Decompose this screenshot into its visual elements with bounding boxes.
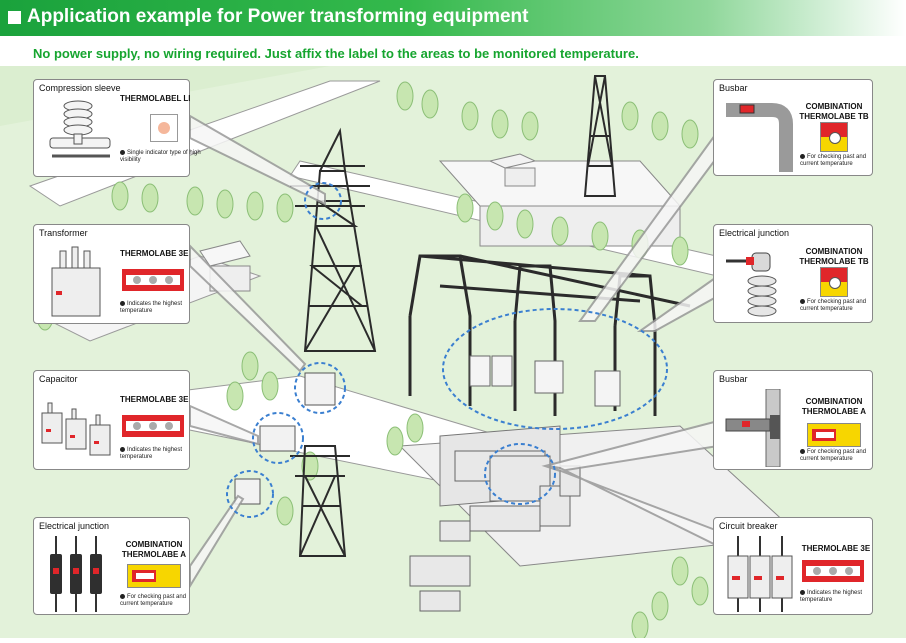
panel-title: Busbar [719, 83, 748, 93]
product-name: THERMOLABE 3E [120, 395, 189, 404]
product-desc: Indicates the highest temperature [120, 447, 183, 461]
panel-electrical-junction-right: Electrical junction COMBINATION THERMOLA… [713, 224, 873, 323]
product-desc: For checking past and current temperatur… [120, 594, 187, 608]
product-desc: Indicates the highest temperature [800, 590, 863, 604]
panel-title: Compression sleeve [39, 83, 121, 93]
panel-busbar-top: Busbar COMBINATION THERMOLABE TB For che… [713, 79, 873, 176]
indicator-dot [165, 422, 173, 430]
indicator-dot [165, 276, 173, 284]
panel-capacitor: Capacitor THERMOLABE 3E Indicates the hi… [33, 370, 190, 470]
fuse-junction-icon [50, 536, 102, 612]
panel-busbar-bottom: Busbar COMBINATION THERMOLABE A For chec… [713, 370, 873, 470]
panel-electrical-junction-left: Electrical junction COMBINATION THERMOLA… [33, 517, 190, 615]
indicator-dot [845, 567, 853, 575]
page-title: Application example for Power transformi… [27, 6, 529, 27]
three-point-label [122, 415, 184, 437]
product-desc: Single indicator type of high visibility [120, 150, 201, 164]
panel-transformer: Transformer THERMOLABE 3E Indicates the … [33, 224, 190, 324]
combination-label-a [127, 564, 181, 588]
product-name: COMBINATION THERMOLABE TB [799, 102, 869, 121]
page-subtitle: No power supply, no wiring required. Jus… [33, 46, 639, 61]
panel-title: Capacitor [39, 374, 78, 384]
indicator-dot [158, 122, 170, 134]
combination-label-tb [820, 122, 848, 152]
indicator-dot [133, 276, 141, 284]
three-point-label [802, 560, 864, 582]
indicator-dot [829, 277, 841, 289]
product-name: THERMOLABE 3E [120, 249, 189, 258]
product-name: COMBINATION THERMOLABE TB [799, 247, 869, 266]
panel-title: Electrical junction [719, 228, 790, 238]
product-name: COMBINATION THERMOLABE A [801, 397, 867, 416]
product-name: COMBINATION THERMOLABE A [121, 540, 187, 559]
busbar-bend-icon [726, 103, 793, 172]
indicator-dot [149, 422, 157, 430]
indicator-dot [149, 276, 157, 284]
insulator-junction-icon [726, 252, 777, 317]
indicator-dot [829, 567, 837, 575]
three-point-label [122, 269, 184, 291]
panel-compression-sleeve: Compression sleeve THERMOLABEL LI Single… [33, 79, 201, 177]
indicator-dot [813, 567, 821, 575]
header-bar: Application example for Power transformi… [0, 0, 906, 36]
indicator-dot [133, 422, 141, 430]
panel-title: Circuit breaker [719, 521, 778, 531]
circuit-breaker-icon [727, 536, 793, 612]
product-name: THERMOLABEL LI [120, 94, 191, 103]
product-name: THERMOLABE 3E [801, 544, 871, 553]
product-desc: For checking past and current temperatur… [800, 154, 867, 168]
product-desc: For checking past and current temperatur… [800, 299, 867, 313]
panel-title: Electrical junction [39, 521, 110, 531]
single-indicator-label [150, 114, 178, 142]
product-desc: Indicates the highest temperature [120, 301, 183, 315]
panel-circuit-breaker: Circuit breaker THERMOLABE 3E Indicates … [713, 517, 873, 615]
combination-label-a [807, 423, 861, 447]
busbar-clamp-icon [725, 389, 781, 467]
compression-sleeve-icon [49, 100, 111, 158]
panel-title: Transformer [39, 228, 88, 238]
transformer-icon [51, 246, 101, 317]
panel-title: Busbar [719, 374, 748, 384]
combination-label-tb [820, 267, 848, 297]
indicator-dot [829, 132, 841, 144]
header-square-icon [8, 11, 21, 24]
capacitor-icon [41, 402, 111, 456]
product-desc: For checking past and current temperatur… [800, 449, 867, 463]
